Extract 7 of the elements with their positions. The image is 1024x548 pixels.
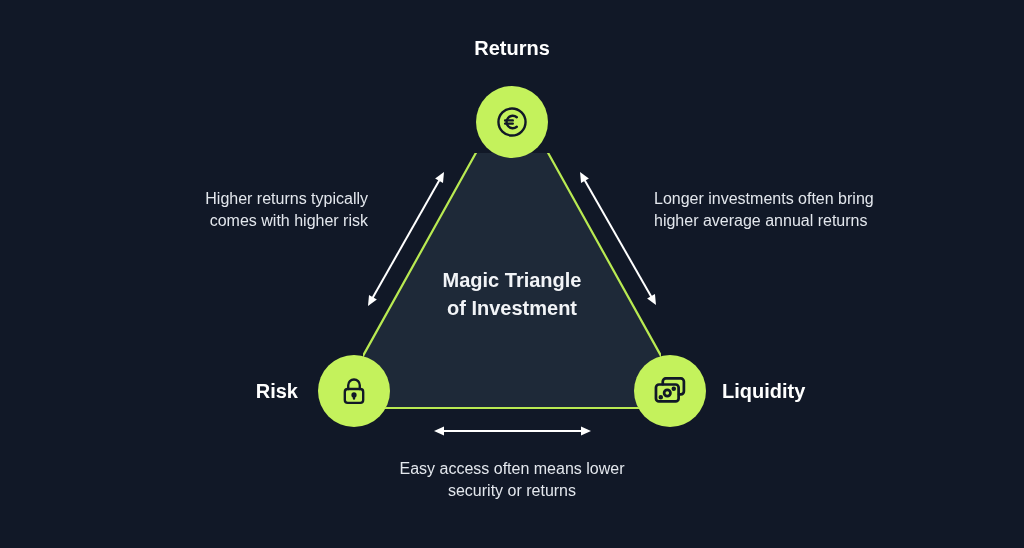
annotation-text: Longer investments often bring higher average annual returns (654, 189, 875, 231)
node-heading: Returns (474, 36, 550, 60)
node-heading: Risk (255, 379, 298, 403)
triangle-title: Magic Triangle of Investment (441, 268, 583, 321)
node-heading: Liquidity (722, 379, 806, 403)
annotation-text: Higher returns typically comes with higher risk (204, 189, 368, 231)
annotation-text: Easy access often means lower security or returns (398, 459, 626, 501)
